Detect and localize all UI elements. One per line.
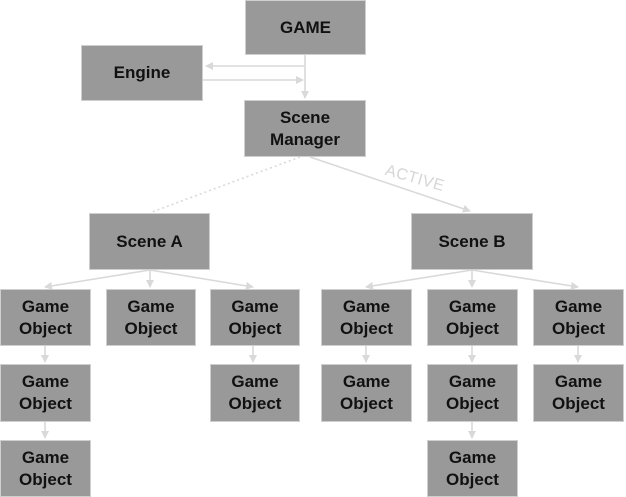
node-label-line2: Object xyxy=(19,394,72,413)
node-label-line2: Object xyxy=(19,469,72,489)
node-label-line1: Game xyxy=(231,296,279,316)
node-label-line2: Object xyxy=(446,469,499,489)
node-label-line1: Scene xyxy=(279,107,331,127)
node-label-line1: Game xyxy=(448,372,497,391)
node-label-line2: Object xyxy=(228,318,282,338)
node-label-line2: Object xyxy=(552,318,605,338)
node-label-line1: Game xyxy=(342,296,391,316)
edge-scene-manager-to-scene-a xyxy=(151,156,301,213)
node-label-line1: Game xyxy=(127,296,175,316)
node-label-line2: Object xyxy=(446,394,499,413)
node-label: Engine xyxy=(113,63,171,82)
node-label-line1: Game xyxy=(554,372,603,391)
edge-scene-a-to-object xyxy=(44,269,151,290)
node-label: GAME xyxy=(280,17,331,37)
node-scene-a: Scene A xyxy=(89,213,210,270)
node-label-line1: Game xyxy=(554,296,603,316)
node-scene-b: Scene B xyxy=(411,213,533,270)
edge-scene-b-to-object xyxy=(365,269,473,290)
edge-scene-b-to-object xyxy=(471,269,579,290)
node-label-line2: Manager xyxy=(270,129,340,149)
edge-scene-manager-to-scene-b xyxy=(309,156,471,213)
node-game: GAME xyxy=(245,0,366,55)
node-label-line2: Object xyxy=(340,394,393,413)
node-label-line2: Object xyxy=(446,318,499,338)
node-label-line2: Object xyxy=(228,394,282,413)
node-scene-manager: Scene Manager xyxy=(244,100,366,157)
node-label-line1: Game xyxy=(448,447,497,467)
node-label-line1: Game xyxy=(21,447,70,467)
node-label-line2: Object xyxy=(19,318,72,338)
node-label-line1: Game xyxy=(448,296,497,316)
node-label-line1: Game xyxy=(231,372,279,391)
node-label-line2: Object xyxy=(340,318,393,338)
node-label-line2: Object xyxy=(124,318,178,338)
node-engine: Engine xyxy=(81,45,203,101)
node-label-line1: Game xyxy=(21,296,70,316)
node-label-line1: Game xyxy=(342,372,391,391)
node-label-line2: Object xyxy=(552,394,605,413)
node-label: Scene B xyxy=(438,231,506,251)
node-label-line1: Game xyxy=(21,372,70,391)
node-label: Scene A xyxy=(116,231,183,251)
edge-scene-a-to-object xyxy=(149,269,254,290)
